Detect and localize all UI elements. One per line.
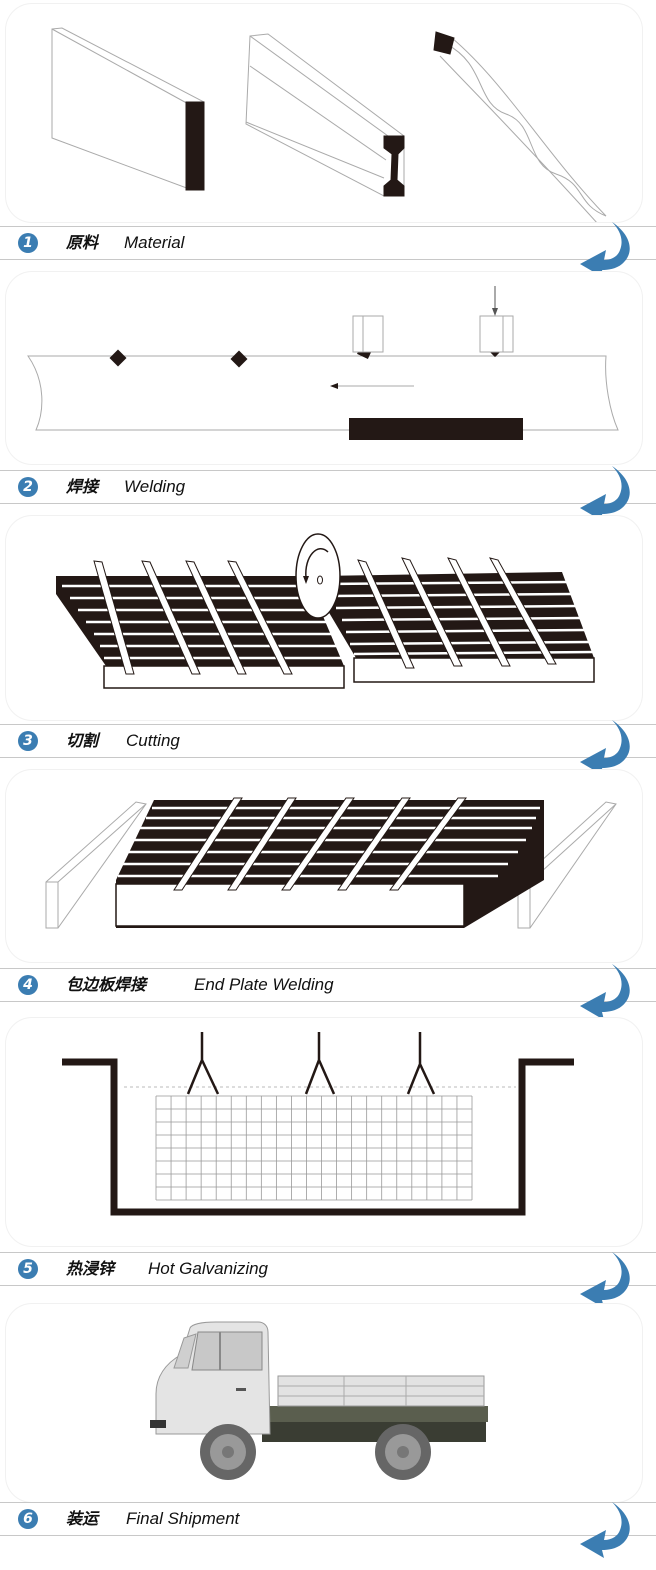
curved-arrow-down-left-icon bbox=[580, 222, 630, 278]
grating-left-icon bbox=[56, 560, 345, 689]
step-title-zh: 包边板焊接 bbox=[66, 975, 147, 994]
step-number-badge: 4 bbox=[18, 975, 38, 995]
grating-right-icon bbox=[318, 557, 595, 683]
panel-hot-galvanizing bbox=[6, 1018, 642, 1246]
grating-mesh-icon bbox=[155, 1095, 473, 1201]
step-title-en: End Plate Welding bbox=[194, 975, 334, 994]
grating-icon bbox=[115, 797, 544, 928]
welding-line-illustration bbox=[27, 286, 619, 440]
panel-final-shipment bbox=[6, 1304, 642, 1502]
curved-arrow-down-left-icon bbox=[580, 964, 630, 1020]
curved-arrow-down-left-icon bbox=[580, 1252, 630, 1308]
wheel-rear-icon bbox=[375, 1424, 431, 1480]
panel-material bbox=[6, 4, 642, 222]
circular-saw-icon bbox=[295, 533, 341, 619]
galvanizing-bath-illustration bbox=[62, 1032, 574, 1216]
step-title-zh: 原料 bbox=[66, 233, 99, 252]
step-header-3: 3 切割 Cutting bbox=[0, 724, 656, 758]
step-title-zh: 装运 bbox=[66, 1509, 99, 1528]
panel-welding bbox=[6, 272, 642, 464]
raw-material-bars-illustration bbox=[51, 27, 607, 222]
flat-bar-icon bbox=[51, 27, 205, 191]
step-number-badge: 1 bbox=[18, 233, 38, 253]
step-title-en: Cutting bbox=[126, 731, 180, 750]
end-plate-right-icon bbox=[517, 801, 617, 929]
panel-cutting bbox=[6, 516, 642, 720]
step-number-badge: 5 bbox=[18, 1259, 38, 1279]
step-header-4: 4 包边板焊接 End Plate Welding bbox=[0, 968, 656, 1002]
curved-arrow-down-left-icon bbox=[580, 1502, 630, 1558]
twisted-bar-icon bbox=[433, 31, 607, 222]
end-plate-left-icon bbox=[45, 801, 147, 929]
truck-illustration bbox=[150, 1321, 488, 1480]
step-header-2: 2 焊接 Welding bbox=[0, 470, 656, 504]
step-header-5: 5 热浸锌 Hot Galvanizing bbox=[0, 1252, 656, 1286]
cutting-saw-illustration bbox=[56, 533, 595, 689]
step-title-zh: 切割 bbox=[66, 731, 99, 750]
wheel-front-icon bbox=[200, 1424, 256, 1480]
step-title-en: Final Shipment bbox=[126, 1509, 240, 1528]
curved-arrow-down-left-icon bbox=[580, 720, 630, 776]
step-title-zh: 焊接 bbox=[66, 477, 99, 496]
step-number-badge: 6 bbox=[18, 1509, 38, 1529]
curved-arrow-down-left-icon bbox=[580, 466, 630, 522]
step-number-badge: 3 bbox=[18, 731, 38, 751]
step-title-en: Hot Galvanizing bbox=[148, 1259, 269, 1278]
step-title-en: Welding bbox=[124, 477, 186, 496]
end-plate-welding-illustration bbox=[45, 797, 617, 929]
step-title-en: Material bbox=[124, 233, 185, 252]
hanger-hooks-icon bbox=[186, 1032, 436, 1095]
step-number-badge: 2 bbox=[18, 477, 38, 497]
step-header-6: 6 装运 Final Shipment bbox=[0, 1502, 656, 1536]
panel-end-plate-welding bbox=[6, 770, 642, 962]
i-bar-icon bbox=[245, 33, 405, 197]
step-header-1: 1 原料 Material bbox=[0, 226, 656, 260]
step-title-zh: 热浸锌 bbox=[66, 1259, 115, 1278]
